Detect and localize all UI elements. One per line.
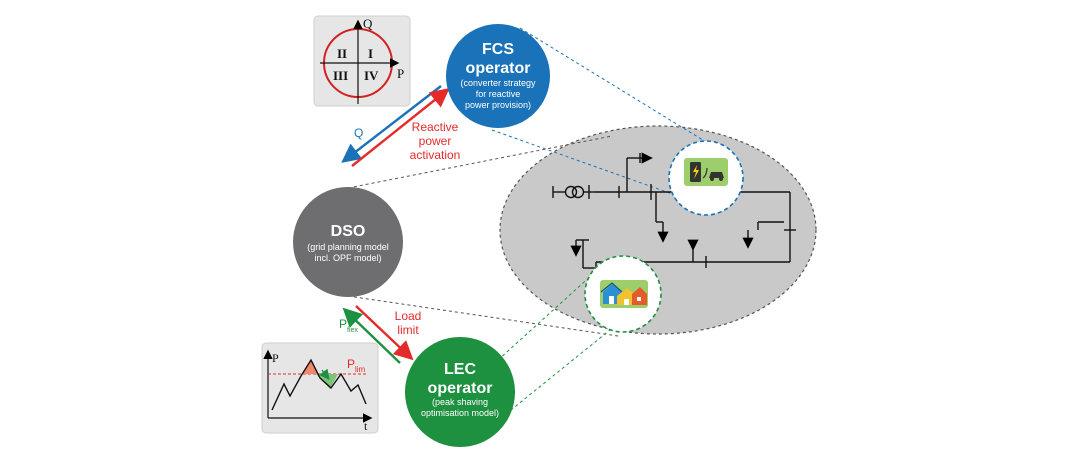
dso-desc-1: (grid planning model xyxy=(307,242,389,252)
profile-axis-t: t xyxy=(364,419,368,433)
pq-quadrant-chart xyxy=(313,15,411,107)
dso-desc-2: incl. OPF model) xyxy=(314,253,381,263)
fcs-desc-1: (converter strategy xyxy=(460,78,536,88)
plim-subscript: lim xyxy=(355,365,366,374)
reactive-label-2: power xyxy=(419,134,452,148)
profile-axis-p: P xyxy=(272,351,279,365)
q-arrow-label: Q xyxy=(354,126,363,140)
quadrant-label-3: III xyxy=(333,68,348,83)
fcs-desc-2: for reactive xyxy=(476,89,521,99)
dso-title: DSO xyxy=(331,223,366,240)
lec-operator-node xyxy=(405,337,515,447)
quadrant-axis-p: P xyxy=(397,66,404,81)
lec-title-1: LEC xyxy=(444,361,476,378)
fcs-title-2: operator xyxy=(466,60,531,77)
charging-station-zoom xyxy=(668,140,744,216)
load-profile-chart xyxy=(261,342,379,434)
quadrant-label-1: I xyxy=(368,46,373,61)
quadrant-label-2: II xyxy=(337,46,347,61)
pflex-label: P xyxy=(339,317,347,331)
fcs-desc-3: power provision) xyxy=(465,100,531,110)
load-label-1: Load xyxy=(395,309,422,323)
quadrant-axis-q: Q xyxy=(363,16,373,31)
reactive-label-3: activation xyxy=(410,148,461,162)
lec-title-2: operator xyxy=(428,380,493,397)
fcs-operator-node xyxy=(446,24,550,128)
pflex-subscript: flex xyxy=(347,327,358,334)
plim-label: P xyxy=(347,357,355,371)
fcs-title-1: FCS xyxy=(482,41,514,58)
load-label-2: limit xyxy=(397,323,419,337)
quadrant-label-4: IV xyxy=(364,68,379,83)
houses-zoom xyxy=(584,255,662,333)
dso-node xyxy=(293,187,403,297)
lec-desc-2: optimisation model) xyxy=(421,408,499,418)
reactive-label-1: Reactive xyxy=(412,120,459,134)
flow-arrows xyxy=(341,85,450,364)
lec-desc-1: (peak shaving xyxy=(432,397,488,407)
